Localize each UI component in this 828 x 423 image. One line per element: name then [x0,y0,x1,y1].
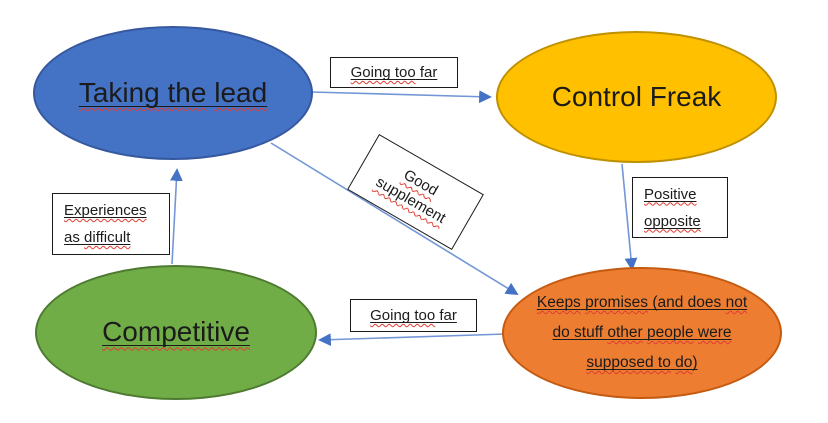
going-too-far-bottom-text: Going too far [370,307,457,324]
node-keeps-promises[interactable]: Keeps promises (and does not do stuff ot… [502,267,782,399]
edge-label-good-supplement[interactable]: Good supplement [347,134,484,250]
experiences-line-2: as difficult [64,229,131,246]
positive-opposite-line-2: opposite [644,212,701,230]
keeps-promises-line-2: do stuff other people were [552,324,732,341]
node-competitive[interactable]: Competitive [35,265,317,400]
going-too-far-top-text: Going too far [350,64,438,81]
experiences-line-1: Experiences [64,202,147,219]
node-control-freak-label: Control Freak [551,80,722,112]
keeps-promises-line-3: supposed to do) [586,354,698,371]
edge-label-positive-opposite[interactable]: Positive opposite [632,177,728,238]
arrow-lead-to-controlfreak[interactable] [310,90,492,104]
node-control-freak[interactable]: Control Freak [496,31,777,163]
edge-label-going-too-far-top[interactable]: Going too far [330,57,458,88]
node-taking-the-lead-label: Taking the lead [78,76,268,108]
edge-label-experiences-as-difficult[interactable]: Experiences as difficult [52,193,170,255]
arrow-competitive-to-lead[interactable] [170,168,183,265]
node-competitive-label: Competitive [102,316,250,348]
arrow-controlfreak-to-keeps[interactable] [621,163,638,271]
node-keeps-promises-label: Keeps promises (and does not do stuff ot… [533,288,751,378]
node-taking-the-lead[interactable]: Taking the lead [33,26,313,160]
keeps-promises-line-1: Keeps promises (and does not [536,294,748,311]
edge-label-going-too-far-bottom[interactable]: Going too far [350,299,477,332]
arrow-keeps-to-competitive[interactable] [318,333,507,347]
positive-opposite-line-1: Positive [644,185,697,203]
